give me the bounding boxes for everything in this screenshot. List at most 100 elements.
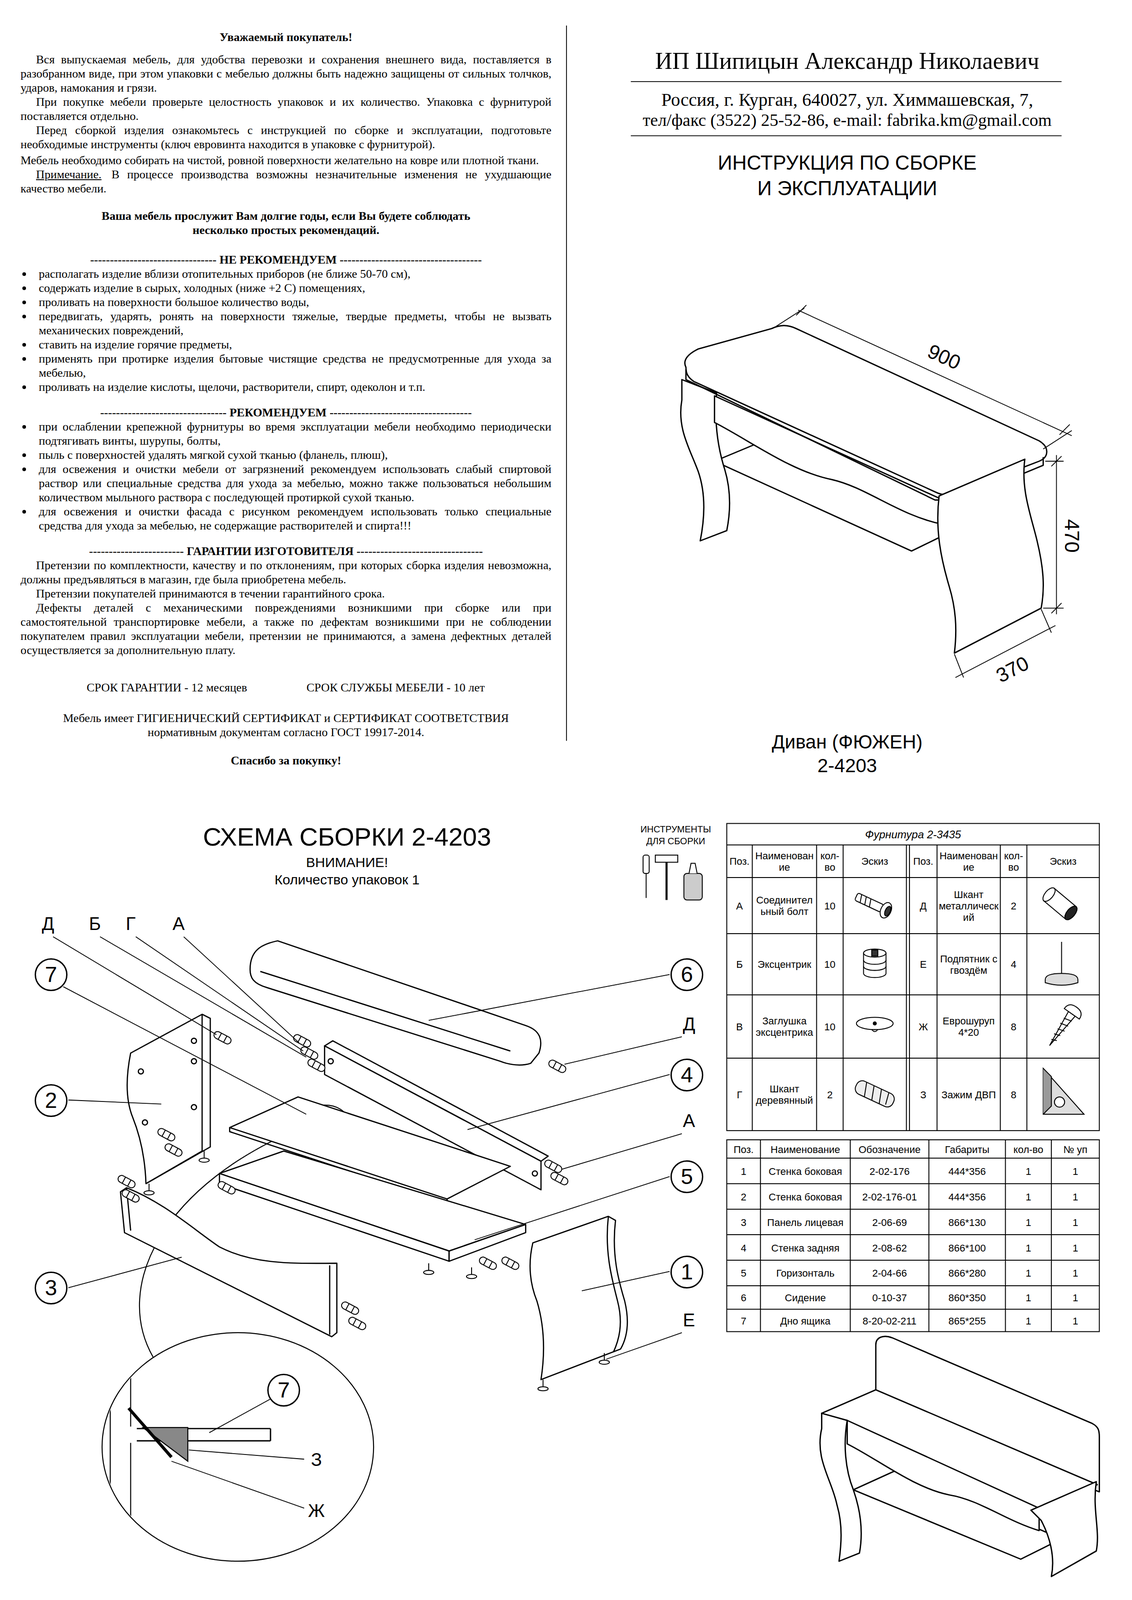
table-header: кол-во bbox=[1013, 1143, 1044, 1156]
table-cell: 4 bbox=[1000, 934, 1027, 996]
bullet-dot bbox=[22, 467, 26, 472]
table-text: 10 bbox=[824, 900, 836, 912]
hardware-sketches bbox=[854, 892, 884, 913]
fasteners bbox=[212, 1030, 233, 1046]
header-rules bbox=[630, 135, 1062, 137]
table-text: 1 bbox=[1025, 1191, 1032, 1203]
zoom-detail bbox=[102, 1332, 374, 1562]
table-cell: 5 bbox=[726, 1260, 761, 1287]
exploded-parts bbox=[191, 1038, 197, 1044]
zoom-content bbox=[128, 1407, 172, 1457]
company-contacts: тел/факс (3522) 25-52-86, e-mail: fabrik… bbox=[642, 109, 1052, 131]
callout-number: 5 bbox=[670, 1160, 704, 1194]
hardware-sketches bbox=[856, 1017, 894, 1030]
leader-lines bbox=[561, 1133, 682, 1170]
list-text: проливать на изделие кислоты, щелочи, ра… bbox=[38, 379, 552, 395]
hardware-sketches bbox=[856, 1017, 894, 1032]
table-header: кол-во bbox=[1001, 850, 1026, 873]
hardware-sketches bbox=[1040, 885, 1080, 922]
table-text: 8 bbox=[1010, 1089, 1017, 1101]
table-text: 1 bbox=[1072, 1267, 1079, 1279]
table-cell: Соединительный болт bbox=[752, 877, 817, 935]
hardware-sketches bbox=[852, 888, 894, 920]
paragraph: При покупке мебели проверьте целостность… bbox=[20, 94, 552, 124]
table-text: 860*350 bbox=[948, 1292, 987, 1304]
table-text: Стенка задняя bbox=[771, 1242, 840, 1254]
table-header: Наименование bbox=[770, 1143, 841, 1156]
paragraph: Претензии покупателей принимаются в тече… bbox=[20, 586, 552, 601]
table-text: 5 bbox=[740, 1267, 747, 1279]
tool-icons bbox=[645, 873, 647, 899]
dimension-lines bbox=[1043, 607, 1064, 609]
fasteners bbox=[477, 1255, 498, 1271]
table-text: 1 bbox=[1025, 1242, 1032, 1254]
table-grid bbox=[726, 844, 1100, 1131]
table-header: № уп bbox=[1063, 1143, 1088, 1156]
table-text: 2-06-69 bbox=[872, 1216, 908, 1229]
list-text: передвигать, ударять, ронять на поверхно… bbox=[38, 309, 552, 338]
tool-icons bbox=[643, 855, 703, 900]
fitting-letter: Ж bbox=[307, 1499, 325, 1522]
table-cell: кол-во bbox=[1005, 1140, 1052, 1159]
bullet-item: содержать изделие в сырых, холодных (ниж… bbox=[20, 280, 552, 296]
exploded-parts bbox=[529, 1216, 628, 1380]
table-grid bbox=[726, 1139, 1100, 1332]
separator-line bbox=[566, 25, 567, 741]
table-text: Соединительный болт bbox=[753, 894, 816, 918]
table-text: Б bbox=[736, 958, 743, 971]
table-grid bbox=[726, 823, 1100, 1332]
bullet-dot bbox=[22, 314, 26, 319]
fasteners bbox=[537, 1379, 548, 1392]
document-title: ИНСТРУКЦИЯ ПО СБОРКЕ И ЭКСПЛУАТАЦИИ bbox=[710, 150, 985, 202]
fitting-letter: Д bbox=[682, 1012, 696, 1035]
fasteners bbox=[347, 1315, 368, 1331]
table-cell: 444*356 bbox=[929, 1158, 1006, 1184]
bullet-dot bbox=[22, 300, 26, 305]
hardware-sketches bbox=[873, 1022, 877, 1026]
table-header: Поз. bbox=[729, 855, 750, 868]
table-cell: Поз. bbox=[909, 845, 937, 878]
table-cell: 866*130 bbox=[929, 1209, 1006, 1236]
paragraph: Вся выпускаемая мебель, для удобства пер… bbox=[20, 52, 552, 95]
table-cell: Горизонталь bbox=[760, 1260, 851, 1287]
list-text: проливать на поверхности большое количес… bbox=[38, 295, 552, 310]
dimension-lines bbox=[796, 305, 807, 316]
table-cell: 6 bbox=[726, 1286, 761, 1310]
section-heading: -------------------------------- НЕ РЕКО… bbox=[20, 252, 552, 267]
bullet-item: располагать изделие вблизи отопительных … bbox=[20, 266, 552, 281]
table-text: Горизонталь bbox=[776, 1267, 835, 1279]
table-text: В bbox=[736, 1021, 743, 1033]
table-cell: Шкант деревянный bbox=[752, 1058, 817, 1132]
table-cell: 1 bbox=[1005, 1209, 1052, 1236]
callout-text: 3 bbox=[45, 1277, 58, 1299]
table-cell: 1 bbox=[1051, 1183, 1100, 1210]
bullet-item: передвигать, ударять, ронять на поверхно… bbox=[20, 309, 552, 338]
dimension-lines bbox=[1055, 455, 1057, 615]
table-cell: 1 bbox=[1005, 1286, 1052, 1310]
fasteners bbox=[198, 1151, 209, 1163]
fasteners bbox=[163, 1142, 184, 1158]
table-text: А bbox=[736, 900, 743, 912]
table-cell: Ж bbox=[909, 995, 937, 1059]
exploded-parts bbox=[607, 1216, 621, 1353]
table-text: Стенка боковая bbox=[768, 1191, 842, 1203]
hardware-sketches bbox=[863, 960, 886, 971]
bullet-item: ставить на изделие горячие предметы, bbox=[20, 337, 552, 352]
table-text: Д bbox=[919, 900, 927, 912]
table-cell: 1 bbox=[1005, 1158, 1052, 1184]
fasteners bbox=[116, 1173, 137, 1190]
leader-lines bbox=[99, 936, 307, 1058]
hardware-sketches bbox=[1061, 941, 1063, 976]
paragraph: Претензии по комплектности, качеству и п… bbox=[20, 558, 552, 587]
table-text: 8 bbox=[1010, 1021, 1017, 1033]
bullet-dot bbox=[22, 509, 26, 514]
table-grid bbox=[726, 823, 1100, 1131]
table-text: Зажим ДВП bbox=[941, 1089, 996, 1101]
bullet-item: проливать на поверхности большое количес… bbox=[20, 295, 552, 310]
product-name: Диван (ФЮЖЕН) bbox=[771, 730, 923, 754]
fasteners bbox=[466, 1267, 477, 1279]
table-cell: 8 bbox=[1000, 995, 1027, 1059]
hardware-sketches bbox=[1062, 903, 1080, 922]
paragraph: Перед сборкой изделия ознакомьтесь с инс… bbox=[20, 123, 552, 152]
table-text: 1 bbox=[1025, 1292, 1032, 1304]
